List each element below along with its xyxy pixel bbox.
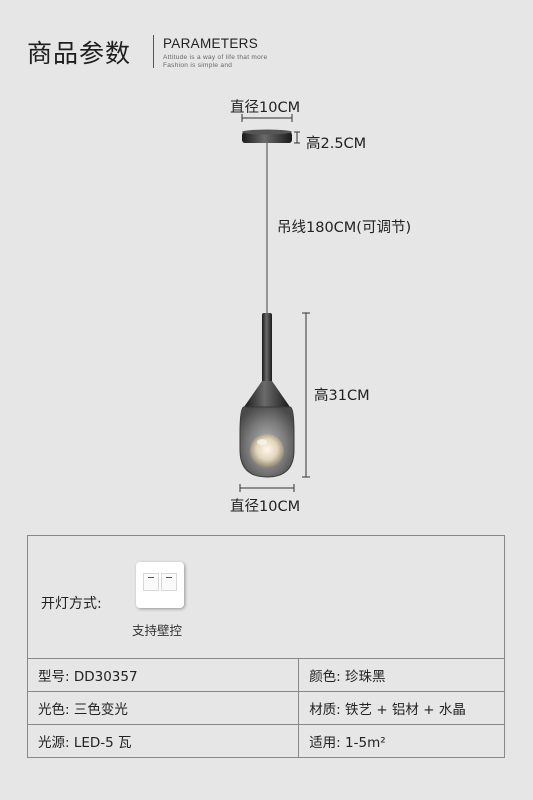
body-height-label: 高31CM <box>314 388 370 404</box>
switch-section: 开灯方式: 支持壁控 <box>27 535 505 659</box>
title-divider <box>153 35 154 68</box>
slogan-line-2: Fashion is simple and <box>163 62 233 69</box>
bottom-diameter-dimension <box>239 484 295 492</box>
top-diameter-dimension <box>241 114 293 122</box>
canopy-height-label: 高2.5CM <box>306 136 367 152</box>
top-diameter-label: 直径10CM <box>230 100 301 116</box>
spec-material: 材质: 铁艺 + 铝材 + 水晶 <box>298 691 505 725</box>
spec-light-color: 光色: 三色变光 <box>26 691 300 725</box>
spec-light-source: 光源: LED-5 瓦 <box>26 724 300 758</box>
canopy-height-marker <box>294 131 300 144</box>
table-row: 型号: DD30357 颜色: 珍珠黑 <box>26 658 505 692</box>
table-row: 光色: 三色变光 材质: 铁艺 + 铝材 + 水晶 <box>26 691 505 725</box>
page-title-english: PARAMETERS <box>163 36 259 51</box>
spec-color: 颜色: 珍珠黑 <box>298 658 505 692</box>
header: 商品参数 PARAMETERS Attitude is a way of lif… <box>0 0 533 80</box>
wall-switch-icon <box>136 562 184 608</box>
lamp-neck <box>244 381 290 407</box>
switch-button-right <box>161 573 177 591</box>
spec-area: 适用: 1-5m² <box>298 724 505 758</box>
body-height-dimension <box>302 312 310 478</box>
switch-button-left <box>143 573 159 591</box>
lamp-dimension-diagram <box>239 114 310 492</box>
switch-mode-label: 开灯方式: <box>41 596 102 612</box>
switch-caption: 支持壁控 <box>132 623 183 638</box>
spec-table: 型号: DD30357 颜色: 珍珠黑 光色: 三色变光 材质: 铁艺 + 铝材… <box>26 658 505 758</box>
spec-model: 型号: DD30357 <box>26 658 300 692</box>
crystal-ball <box>250 434 284 468</box>
slogan-line-1: Attitude is a way of life that more <box>163 54 268 61</box>
crystal-highlight <box>257 439 267 445</box>
bottom-diameter-label: 直径10CM <box>230 499 301 515</box>
cable-length-label: 吊线180CM(可调节) <box>277 220 412 236</box>
canopy <box>242 129 292 143</box>
table-row: 光源: LED-5 瓦 适用: 1-5m² <box>26 724 505 758</box>
lamp-stem <box>262 313 272 383</box>
page-title: 商品参数 <box>27 39 132 68</box>
